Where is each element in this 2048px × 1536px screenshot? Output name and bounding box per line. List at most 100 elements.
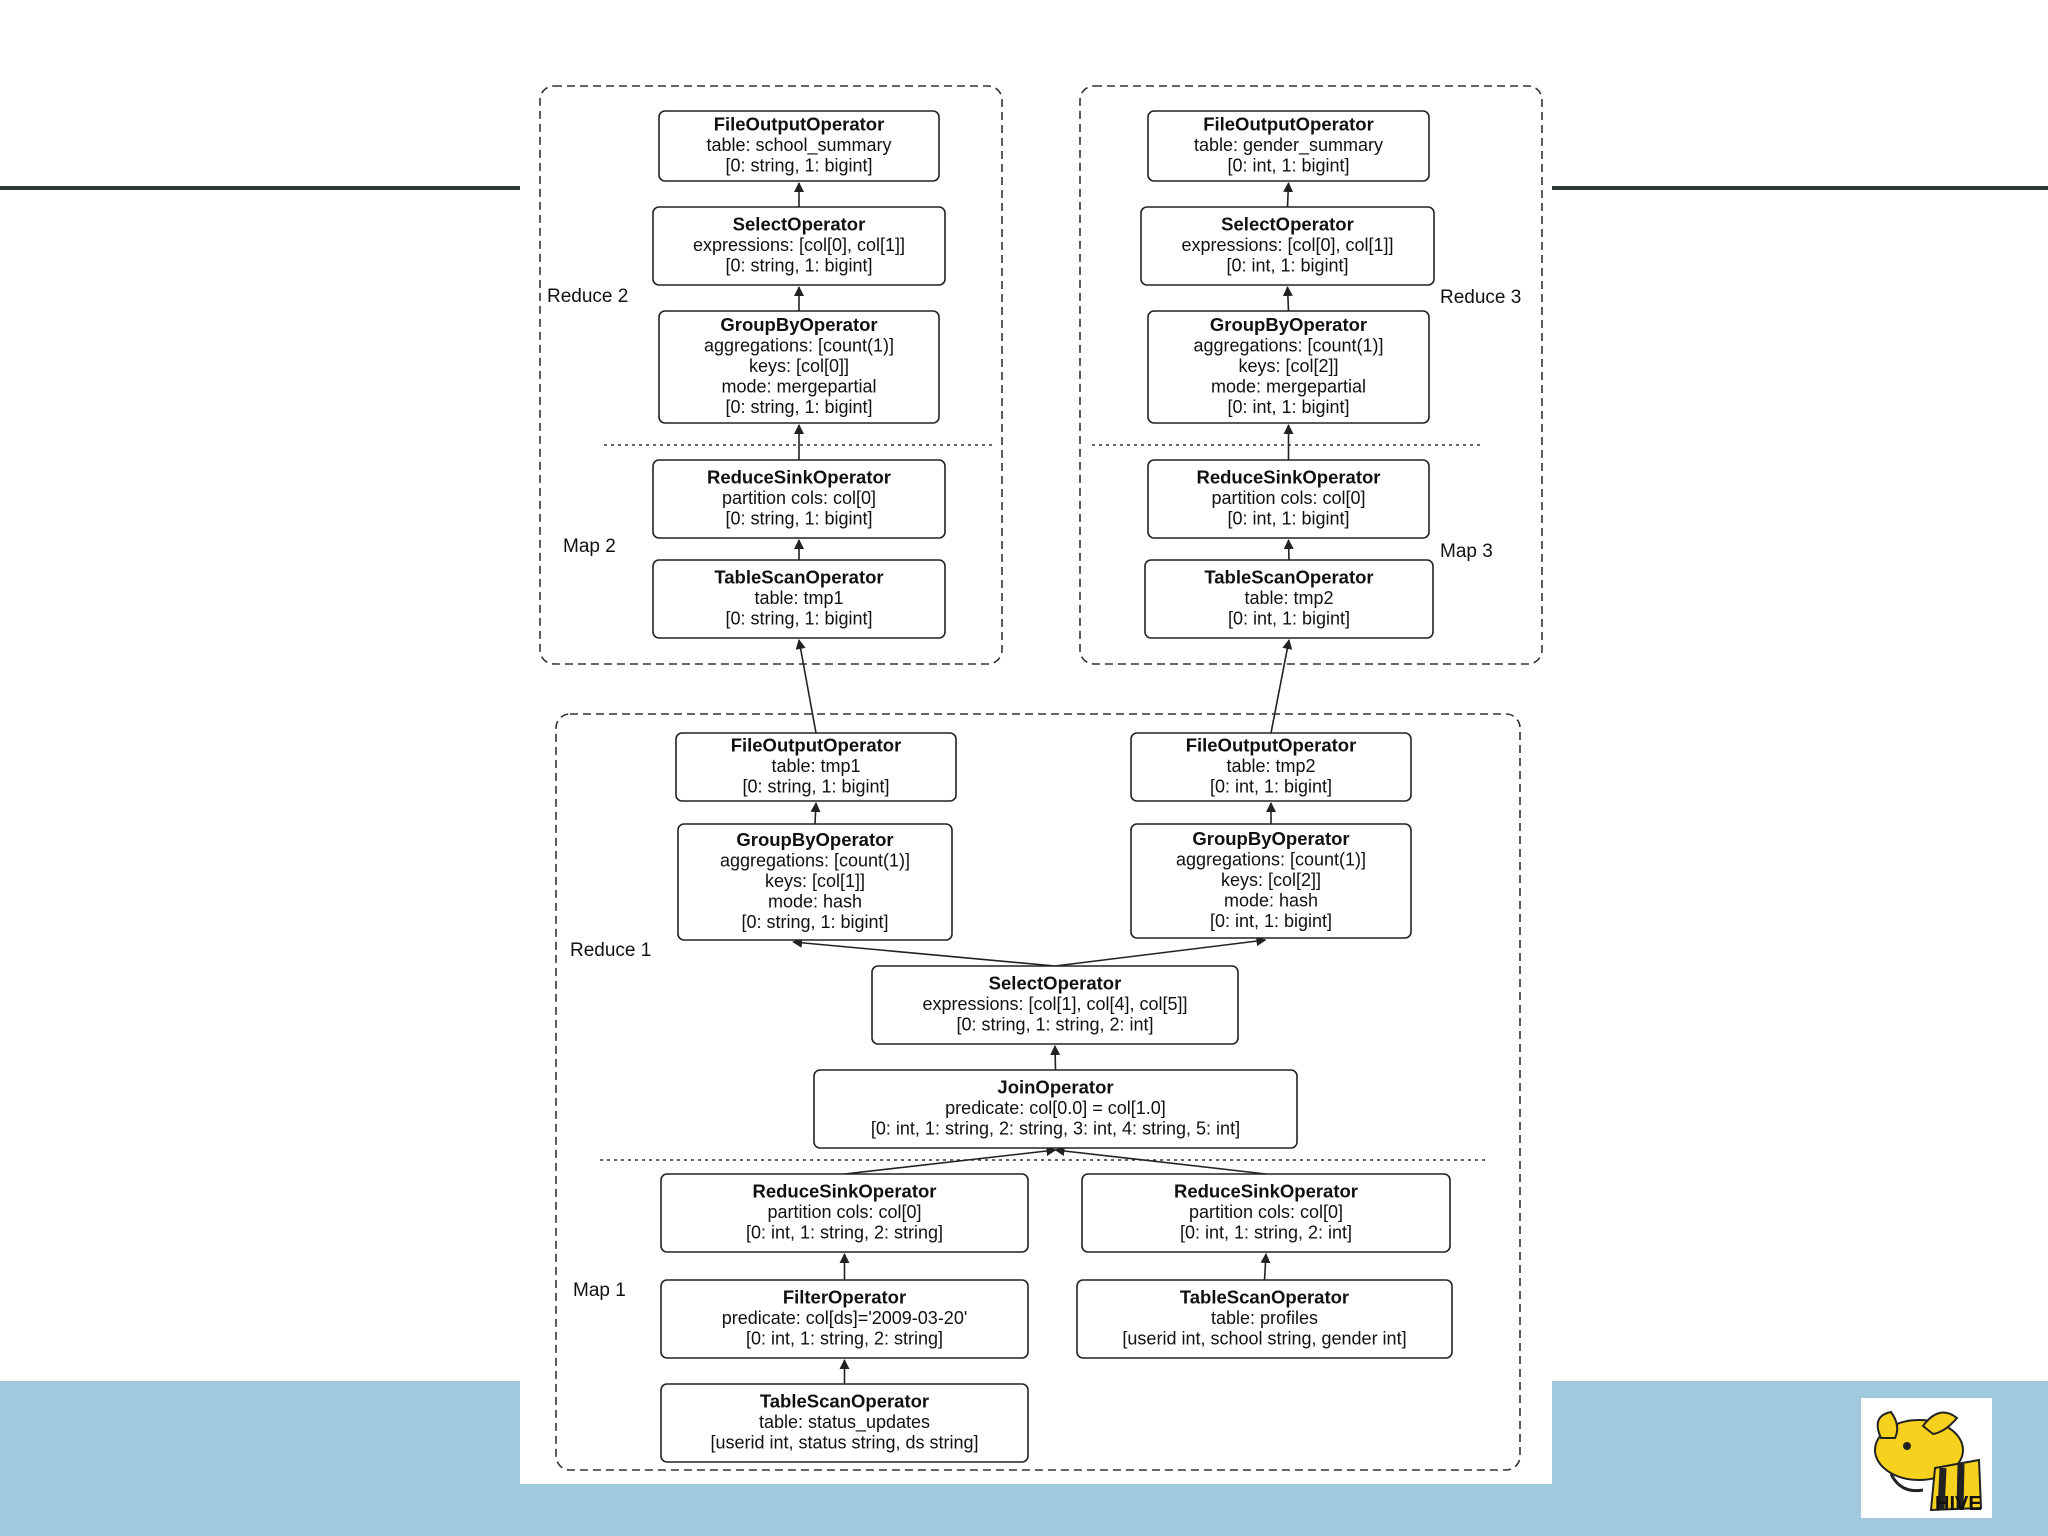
operator-box — [652, 206, 946, 286]
operator-title: FileOutputOperator — [714, 113, 885, 134]
operator-detail-line: [0: int, 1: string, 2: string] — [746, 1222, 943, 1242]
operator-box — [1147, 459, 1430, 539]
operator-title: TableScanOperator — [1180, 1286, 1349, 1307]
hive-logo: HIVE — [1861, 1398, 1992, 1518]
operator-detail-line: [0: string, 1: string, 2: int] — [956, 1014, 1153, 1034]
operator-box — [1076, 1279, 1453, 1359]
operator-box — [675, 732, 957, 802]
operator-detail-line: table: school_summary — [706, 135, 891, 156]
operator-detail-line: keys: [col[1]] — [765, 871, 865, 891]
operator-detail-line: predicate: col[ds]='2009-03-20' — [722, 1308, 968, 1328]
operator-detail-line: [0: string, 1: bigint] — [725, 255, 872, 275]
operator-detail-line: mode: hash — [768, 891, 862, 911]
operator-title: FileOutputOperator — [1203, 113, 1374, 134]
operator-box — [660, 1279, 1029, 1359]
operator-detail-line: table: profiles — [1211, 1308, 1318, 1328]
operator-title: GroupByOperator — [720, 314, 877, 335]
edge-gb-3-to-sel-3 — [1282, 286, 1293, 312]
operator-detail-line: aggregations: [count(1)] — [704, 335, 894, 355]
operator-title: GroupByOperator — [1192, 828, 1349, 849]
reduce-1-label: Reduce 1 — [570, 940, 651, 961]
operator-detail-line: [0: string, 1: bigint] — [742, 776, 889, 796]
operator-box — [660, 1383, 1029, 1463]
operator-title: SelectOperator — [1221, 213, 1354, 234]
hive-bee-icon: HIVE — [1874, 1410, 1983, 1515]
reduce-3-label: Reduce 3 — [1440, 287, 1521, 308]
title-rule-right — [1552, 186, 2048, 190]
operator-detail-line: aggregations: [count(1)] — [1176, 849, 1366, 869]
operator-box — [1130, 823, 1412, 939]
edge-ts-profiles-to-rs-1b — [1260, 1253, 1271, 1281]
map-1-label: Map 1 — [573, 1280, 626, 1301]
operator-title: TableScanOperator — [714, 566, 883, 587]
edges-layer — [792, 182, 1294, 1384]
map-3-label: Map 3 — [1440, 541, 1493, 562]
operator-detail-line: table: gender_summary — [1194, 135, 1383, 156]
operator-detail-line: table: tmp1 — [754, 588, 843, 608]
reduce-2-label: Reduce 2 — [547, 286, 628, 307]
operator-detail-line: [0: int, 1: bigint] — [1227, 508, 1349, 528]
operator-detail-line: mode: mergepartial — [1211, 376, 1366, 396]
operator-title: ReduceSinkOperator — [752, 1180, 936, 1201]
operator-title: ReduceSinkOperator — [707, 466, 891, 487]
operator-detail-line: [0: int, 1: string, 2: string] — [746, 1328, 943, 1348]
operator-detail-line: [userid int, school string, gender int] — [1122, 1328, 1406, 1348]
operator-title: JoinOperator — [997, 1076, 1113, 1097]
operator-detail-line: aggregations: [count(1)] — [720, 850, 910, 870]
operator-title: SelectOperator — [733, 213, 866, 234]
operator-box — [652, 559, 946, 639]
operator-detail-line: expressions: [col[0], col[1]] — [1181, 235, 1393, 255]
operator-detail-line: keys: [col[2]] — [1238, 356, 1338, 376]
operator-detail-line: partition cols: col[0] — [722, 488, 876, 508]
job1-group — [555, 713, 1521, 1471]
operator-box — [1140, 206, 1435, 286]
operator-detail-line: partition cols: col[0] — [767, 1202, 921, 1222]
operator-detail-line: keys: [col[2]] — [1221, 870, 1321, 890]
operator-title: FileOutputOperator — [1186, 734, 1357, 755]
operator-detail-line: mode: mergepartial — [721, 376, 876, 396]
operator-detail-line: [0: int, 1: bigint] — [1210, 776, 1332, 796]
operator-box — [1130, 732, 1412, 802]
operator-detail-line: [0: string, 1: bigint] — [741, 912, 888, 932]
operator-detail-line: [0: int, 1: bigint] — [1210, 911, 1332, 931]
edge-rs-1b-to-join — [1054, 1146, 1267, 1175]
operator-detail-line: [0: int, 1: bigint] — [1226, 255, 1348, 275]
edge-sel-1-to-gb-1b — [1054, 936, 1267, 967]
operator-detail-line: [userid int, status string, ds string] — [710, 1432, 978, 1452]
operator-detail-line: expressions: [col[1], col[4], col[5]] — [922, 994, 1187, 1014]
operator-box — [677, 823, 953, 941]
operator-title: GroupByOperator — [736, 829, 893, 850]
hive-logo-text: HIVE — [1935, 1493, 1982, 1515]
operator-detail-line: [0: int, 1: bigint] — [1228, 608, 1350, 628]
operator-title: GroupByOperator — [1210, 314, 1367, 335]
operator-box — [1147, 310, 1430, 424]
operator-detail-line: keys: [col[0]] — [749, 356, 849, 376]
operator-detail-line: aggregations: [count(1)] — [1193, 335, 1383, 355]
edge-fo-tmp2-to-ts-tmp2 — [1270, 639, 1293, 734]
operator-box — [1144, 559, 1434, 639]
operator-title: SelectOperator — [989, 972, 1122, 993]
edge-sel-1-to-gb-1a — [792, 937, 1056, 967]
title-rule-left — [0, 186, 520, 190]
operator-detail-line: [0: int, 1: bigint] — [1227, 155, 1349, 175]
operator-detail-line: partition cols: col[0] — [1189, 1202, 1343, 1222]
job2-group — [539, 85, 1003, 665]
operator-detail-line: table: tmp1 — [771, 756, 860, 776]
operator-detail-line: predicate: col[0.0] = col[1.0] — [945, 1098, 1166, 1118]
edge-sel-3-to-fo-gender — [1283, 182, 1294, 208]
map-2-label: Map 2 — [563, 536, 616, 557]
